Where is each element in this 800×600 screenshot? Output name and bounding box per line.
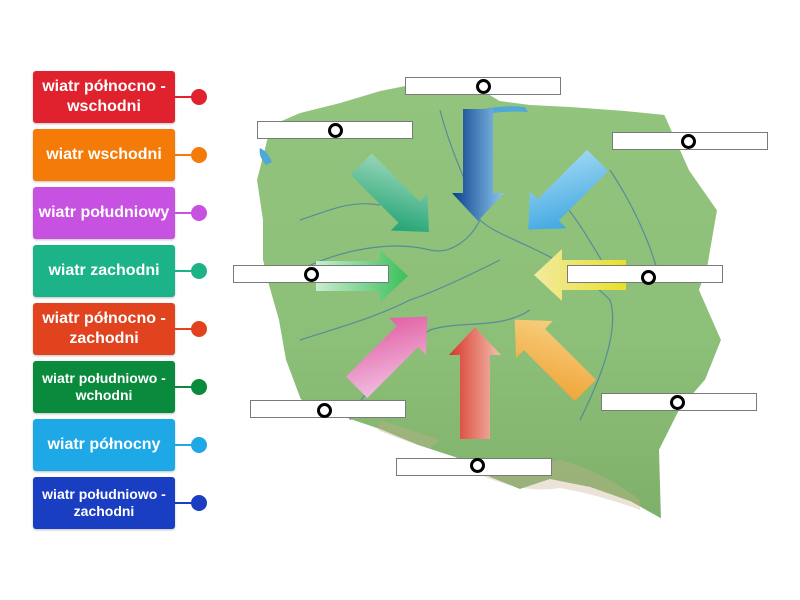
wind-arrow-southeast xyxy=(514,319,596,401)
tile-label: wiatr południowo - zachodni xyxy=(42,485,166,520)
tile-connector-line xyxy=(175,96,197,98)
drop-ring-west[interactable] xyxy=(304,267,319,282)
tile-connector-dot[interactable] xyxy=(191,205,207,221)
tile-label: wiatr wschodni xyxy=(46,146,162,163)
wind-arrow-southwest xyxy=(346,316,428,398)
tile-connector-dot[interactable] xyxy=(191,147,207,163)
tile-label: wiatr północno - zachodni xyxy=(42,310,166,347)
tile-wiatr-poludniowo-wchodni[interactable]: wiatr południowo - wchodni xyxy=(33,361,207,413)
tile-label: wiatr południowy xyxy=(38,204,170,221)
drop-ring-northwest[interactable] xyxy=(328,123,343,138)
drop-ring-north[interactable] xyxy=(476,79,491,94)
tile-connector-line xyxy=(175,212,197,214)
tile-label: wiatr północno - wschodni xyxy=(42,78,166,115)
baltic-water xyxy=(259,148,272,165)
tile-wiatr-polnocno-wschodni[interactable]: wiatr północno - wschodni xyxy=(33,71,207,123)
drop-ring-northeast[interactable] xyxy=(681,134,696,149)
tile-wiatr-polnocny[interactable]: wiatr północny xyxy=(33,419,207,471)
tile-label: wiatr południowo - wchodni xyxy=(42,369,166,404)
wind-arrow-north xyxy=(452,109,504,221)
drop-ring-south[interactable] xyxy=(470,458,485,473)
tile-connector-dot[interactable] xyxy=(191,89,207,105)
tile-connector-dot[interactable] xyxy=(191,437,207,453)
tile-wiatr-poludniowo-zachodni[interactable]: wiatr południowo - zachodni xyxy=(33,477,207,529)
wind-arrow-northeast xyxy=(528,149,609,230)
tile-wiatr-zachodni[interactable]: wiatr zachodni xyxy=(33,245,207,297)
tile-wiatr-wschodni[interactable]: wiatr wschodni xyxy=(33,129,207,181)
tile-wiatr-poludniowy[interactable]: wiatr południowy xyxy=(33,187,207,239)
tile-connector-line xyxy=(175,270,197,272)
drop-ring-southeast[interactable] xyxy=(670,395,685,410)
wind-arrow-northwest xyxy=(350,153,429,232)
tile-label: wiatr zachodni xyxy=(48,262,160,279)
tile-wiatr-polnocno-zachodni[interactable]: wiatr północno - zachodni xyxy=(33,303,207,355)
drop-ring-southwest[interactable] xyxy=(317,403,332,418)
tile-label: wiatr północny xyxy=(47,436,161,453)
tile-connector-line xyxy=(175,328,197,330)
tile-connector-dot[interactable] xyxy=(191,263,207,279)
tile-connector-dot[interactable] xyxy=(191,321,207,337)
tile-connector-line xyxy=(175,444,197,446)
tile-connector-dot[interactable] xyxy=(191,495,207,511)
tile-connector-line xyxy=(175,154,197,156)
tile-connector-dot[interactable] xyxy=(191,379,207,395)
drop-ring-east[interactable] xyxy=(641,270,656,285)
wind-arrow-south xyxy=(449,327,501,439)
tile-connector-line xyxy=(175,502,197,504)
tile-connector-line xyxy=(175,386,197,388)
